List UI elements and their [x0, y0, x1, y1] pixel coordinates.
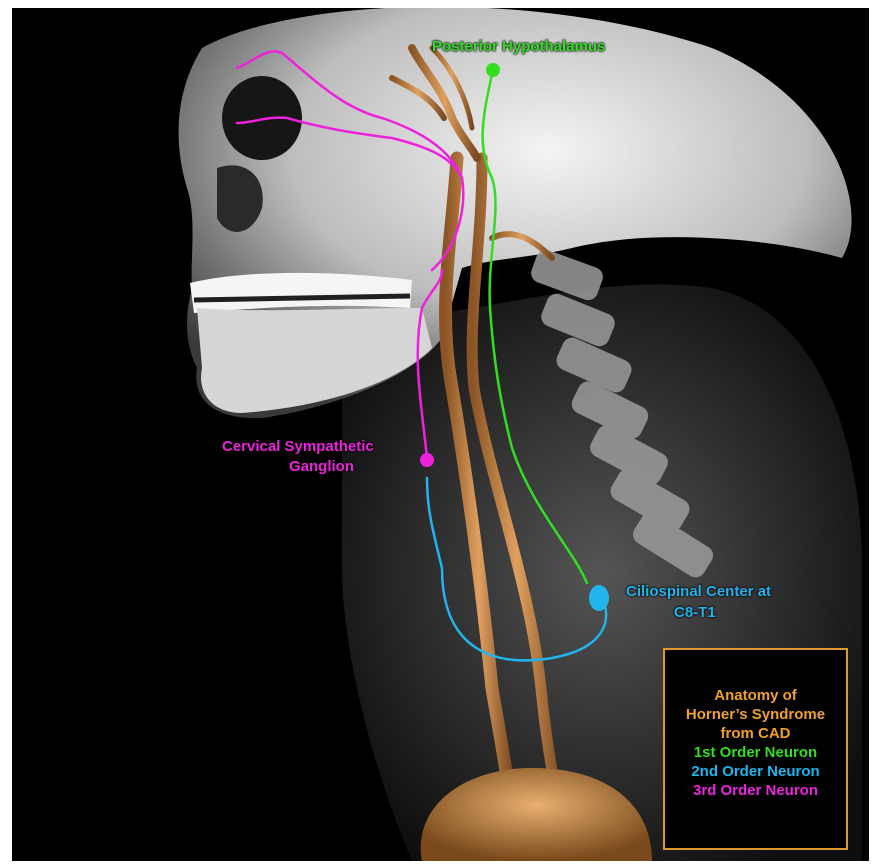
ciliospinal-center-soma: [589, 585, 609, 611]
label-cervical-ganglion-line2: Ganglion: [289, 458, 354, 476]
label-posterior-hypothalamus: Posterior Hypothalamus: [432, 38, 605, 56]
legend-box: Anatomy of Horner’s Syndrome from CAD 1s…: [663, 648, 848, 850]
legend-title-line3: from CAD: [665, 724, 846, 743]
ct-angiogram-scene: Posterior Hypothalamus Cervical Sympathe…: [12, 8, 869, 861]
legend-title-line1: Anatomy of: [665, 686, 846, 705]
cervical-ganglion-soma: [420, 453, 434, 467]
label-cervical-ganglion-line1: Cervical Sympathetic: [222, 438, 374, 456]
legend-title-line2: Horner’s Syndrome: [665, 705, 846, 724]
legend-first-order: 1st Order Neuron: [665, 743, 846, 762]
label-ciliospinal-line1: Ciliospinal Center at: [626, 583, 771, 601]
legend-second-order: 2nd Order Neuron: [665, 762, 846, 781]
posterior-hypothalamus-soma: [486, 63, 500, 77]
legend-third-order: 3rd Order Neuron: [665, 781, 846, 800]
label-ciliospinal-line2: C8-T1: [674, 604, 716, 622]
